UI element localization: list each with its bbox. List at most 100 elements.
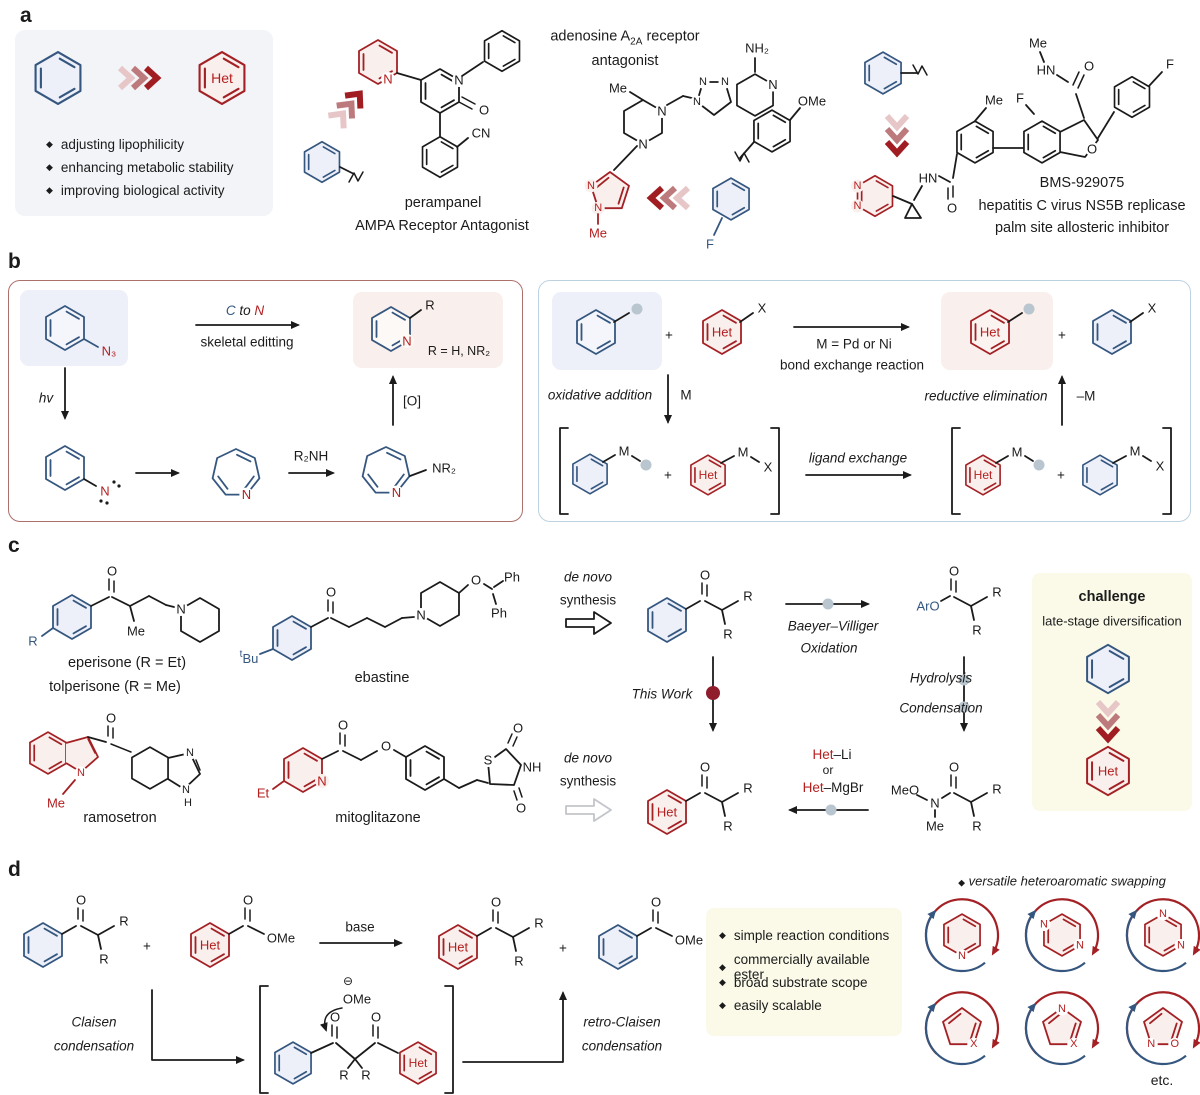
a2a-structure: N N Me N N N N NH₂ OMe F (584, 41, 826, 252)
diamond-icon: ◆ (958, 877, 966, 888)
svg-text:N: N (768, 77, 777, 92)
svg-text:O: O (106, 711, 116, 726)
svg-text:Het–Li: Het–Li (812, 747, 851, 762)
svg-text:O: O (700, 568, 710, 583)
svg-text:N: N (182, 784, 190, 796)
ramosetron-name: ramosetron (83, 810, 157, 826)
svg-text:MeO: MeO (891, 783, 919, 798)
svg-text:N: N (699, 76, 707, 88)
svg-text:R: R (534, 916, 543, 931)
challenge-graphic: Het (1086, 643, 1130, 797)
svg-text:N: N (1040, 919, 1048, 931)
svg-text:R: R (723, 819, 732, 834)
svg-text:OMe: OMe (675, 933, 703, 948)
mitoglitazone-name: mitoglitazone (335, 810, 421, 826)
svg-text:+: + (664, 468, 672, 483)
svg-text:[O]: [O] (403, 394, 421, 409)
svg-text:N: N (854, 180, 862, 192)
svg-text:OMe: OMe (343, 992, 371, 1007)
svg-text:N: N (657, 104, 666, 119)
concept-bullet-2: ◆enhancing metabolic stability (46, 160, 234, 175)
svg-text:Ph: Ph (504, 570, 520, 585)
perampanel-structure: N N O CN (303, 29, 521, 184)
svg-text:O: O (513, 721, 523, 736)
svg-text:H: H (184, 797, 192, 809)
ramosetron-structure: N Me O N N H (29, 711, 201, 811)
swap-chevrons-up-right (328, 87, 367, 128)
tolperisone-name: tolperisone (R = Me) (49, 679, 181, 695)
svg-text:R: R (28, 634, 37, 649)
svg-text:O: O (243, 893, 253, 908)
panel-b-left-scheme: N₃ hv C to N skeletal editting N R R = H… (20, 290, 503, 505)
svg-text:reductive elimination: reductive elimination (924, 389, 1047, 404)
bracket (770, 427, 780, 515)
swap-chevrons-left (651, 188, 688, 208)
attachment-squiggle (912, 64, 928, 76)
svg-text:N: N (1058, 1003, 1066, 1015)
panel-d-scheme: O R R + Het O OMe base Claisen condensat… (23, 893, 1200, 1094)
svg-text:condensation: condensation (54, 1039, 134, 1054)
svg-text:hv: hv (39, 391, 55, 406)
benzene-ring (34, 50, 82, 106)
panel-b-label: b (8, 250, 21, 273)
svg-text:N: N (186, 747, 194, 759)
svg-text:ligand exchange: ligand exchange (809, 451, 907, 466)
perampanel-name: perampanel (404, 195, 482, 211)
svg-text:X: X (1070, 1038, 1078, 1050)
svg-text:Het: Het (409, 1056, 428, 1070)
retro-claisen-arrow (462, 991, 567, 1063)
svg-text:O: O (471, 573, 481, 588)
svg-text:Hydrolysis: Hydrolysis (910, 671, 973, 686)
svg-text:R: R (339, 1068, 348, 1083)
bms-desc-2: palm site allosteric inhibitor (994, 220, 1170, 236)
svg-text:N: N (77, 767, 85, 779)
svg-text:+: + (1058, 328, 1066, 343)
svg-text:N: N (594, 202, 602, 214)
svg-text:NH: NH (523, 760, 542, 775)
svg-text:R: R (361, 1068, 370, 1083)
svg-text:Het–MgBr: Het–MgBr (803, 780, 864, 795)
swap-chevrons-down (1098, 702, 1118, 739)
svg-text:–M: –M (1077, 389, 1096, 404)
panel-c-label: c (8, 534, 20, 557)
svg-text:bond exchange reaction: bond exchange reaction (780, 358, 924, 373)
svg-text:Het: Het (211, 70, 233, 86)
concept-bullet-1: ◆adjusting lipophilicity (46, 137, 184, 152)
svg-text:O: O (947, 201, 957, 216)
advantage-bullet-4: ◆easily scalable (719, 998, 822, 1013)
svg-text:O: O (330, 1010, 340, 1025)
svg-text:X: X (1156, 459, 1165, 474)
svg-text:Het: Het (974, 468, 993, 482)
advantage-bullet-1: ◆simple reaction conditions (719, 928, 890, 943)
svg-text:O: O (479, 103, 489, 118)
diamond-icon: ◆ (719, 930, 726, 940)
svg-text:N: N (1076, 940, 1084, 952)
svg-text:Het: Het (980, 325, 1001, 340)
svg-text:R: R (99, 952, 108, 967)
advantages-box: ◆simple reaction conditions ◆commerciall… (706, 908, 902, 1036)
panel-c-scheme: de novo synthesis O R R This Work de nov… (560, 564, 1002, 835)
eperisone-structure: R O Me N (28, 564, 220, 649)
svg-text:N: N (383, 72, 392, 87)
svg-text:N: N (392, 485, 401, 500)
swap-circle-pyridine: N (926, 899, 998, 971)
svg-text:Me: Me (1029, 36, 1047, 51)
ebastine-name: ebastine (354, 670, 410, 686)
svg-text:+: + (143, 939, 151, 954)
svg-text:Claisen: Claisen (71, 1015, 116, 1030)
svg-text:de novo: de novo (564, 570, 613, 585)
bracket (1162, 427, 1172, 515)
etc-label: etc. (1151, 1072, 1174, 1088)
svg-text:Het: Het (699, 468, 718, 482)
svg-text:synthesis: synthesis (560, 774, 617, 789)
svg-text:Ph: Ph (491, 606, 507, 621)
panel-a-structures: Het N N O CN N N (34, 29, 1174, 252)
svg-text:Me: Me (47, 796, 65, 811)
svg-text:N: N (854, 200, 862, 212)
svg-text:+: + (665, 328, 673, 343)
curved-arrow (319, 1007, 343, 1032)
diamond-icon: ◆ (46, 185, 53, 195)
svg-text:+: + (1057, 468, 1065, 483)
c-to-n-label: C to N (226, 303, 265, 318)
svg-text:ArO: ArO (916, 599, 939, 614)
